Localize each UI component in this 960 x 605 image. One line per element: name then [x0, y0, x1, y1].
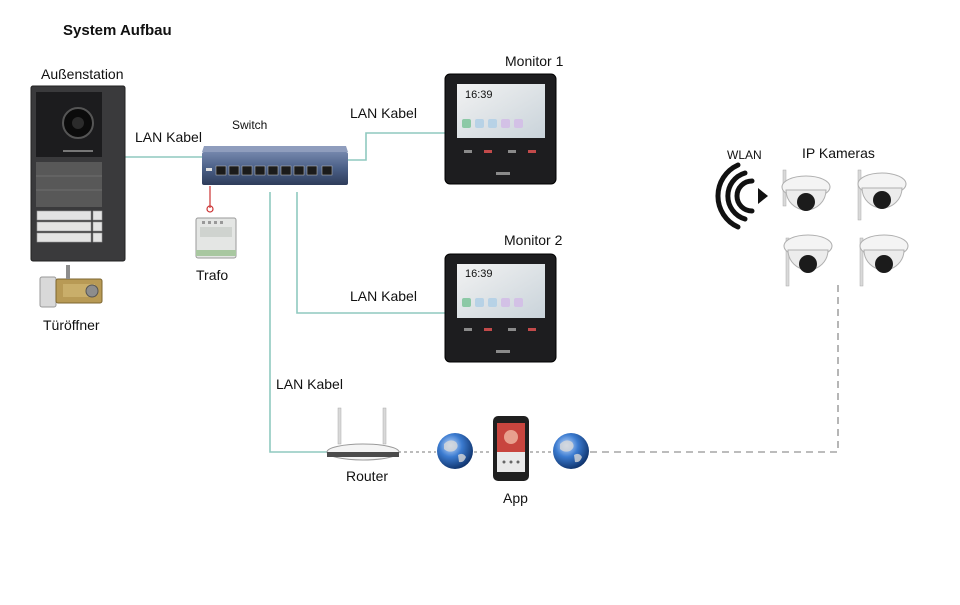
transformer-label: Trafo — [196, 267, 229, 283]
router-label: Router — [346, 468, 389, 484]
wlan-label: WLAN — [727, 148, 762, 162]
monitor-2-clock: 16:39 — [465, 268, 493, 280]
lan-cables — [124, 132, 445, 453]
network-switch — [202, 146, 348, 185]
app-label: App — [503, 490, 528, 506]
monitor-2-device — [444, 253, 557, 363]
ip-camera-1 — [781, 169, 831, 211]
monitor-2-label: Monitor 2 — [504, 232, 563, 248]
monitor-1-clock: 16:39 — [465, 89, 493, 101]
globe-icon — [437, 433, 473, 469]
transformer-unit — [195, 217, 237, 259]
ip-camera-3 — [783, 234, 833, 287]
door-opener — [39, 265, 103, 308]
lan-cable-label-4: LAN Kabel — [276, 376, 343, 392]
outdoor-station — [30, 85, 126, 262]
lan-cable-label-1: LAN Kabel — [135, 129, 202, 145]
ip-camera-2 — [857, 169, 907, 221]
lan-cable-label-2: LAN Kabel — [350, 105, 417, 121]
diagram-title: System Aufbau — [63, 22, 172, 39]
monitor-1-label: Monitor 1 — [505, 53, 564, 69]
globe-icon — [553, 433, 589, 469]
internet-links — [398, 285, 839, 453]
smartphone-device — [493, 416, 529, 481]
link-globe-cameras — [590, 285, 839, 453]
switch-label: Switch — [232, 118, 268, 132]
lan-cable-label-3: LAN Kabel — [350, 288, 417, 304]
cable-switch-to-monitor-1 — [348, 132, 445, 161]
outdoor-station-label: Außenstation — [41, 66, 124, 82]
power-lead-end — [206, 205, 214, 213]
cable-switch-to-monitor-2 — [296, 192, 445, 314]
ip-cameras-label: IP Kameras — [802, 145, 875, 161]
ip-camera-4 — [859, 234, 909, 287]
cable-switch-to-router — [269, 192, 330, 453]
wifi-signal-icon — [715, 162, 768, 230]
door-opener-label: Türöffner — [43, 317, 100, 333]
router-device — [326, 407, 400, 461]
monitor-1-device — [444, 73, 557, 185]
